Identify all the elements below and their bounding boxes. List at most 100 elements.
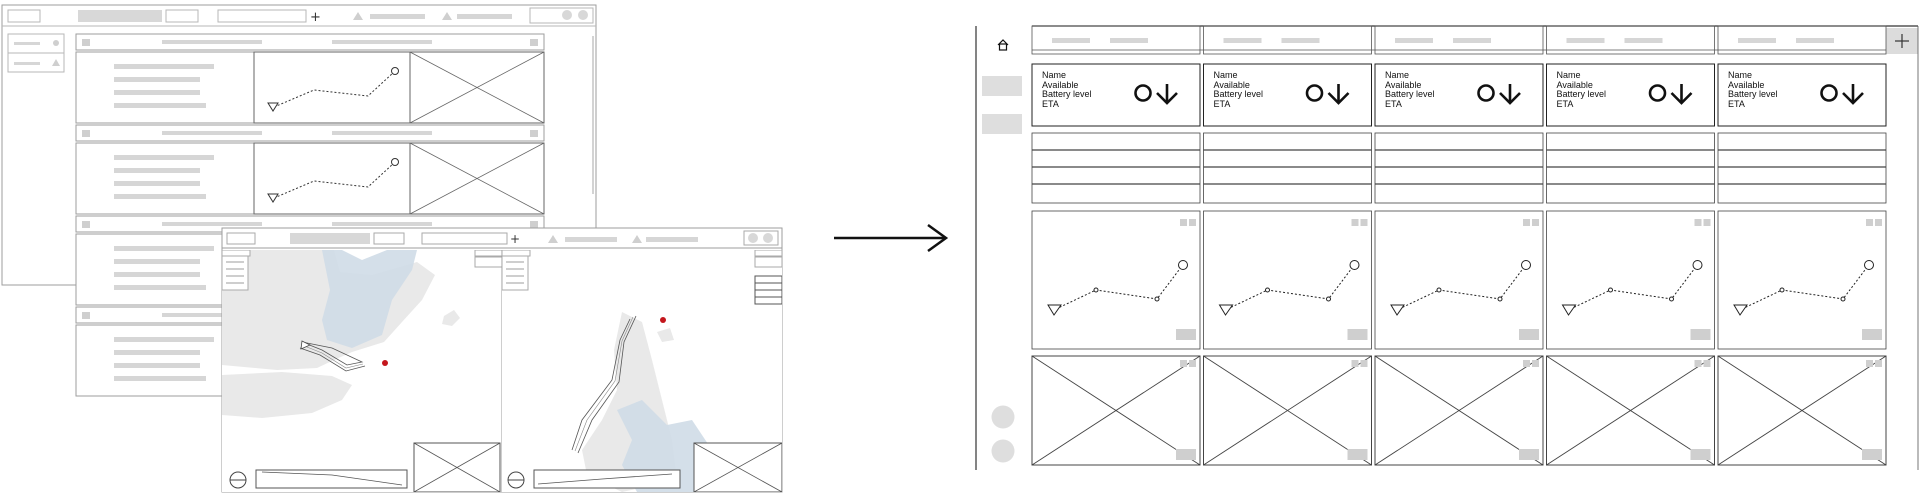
arrow-down-icon	[1499, 84, 1521, 105]
sidebar-button[interactable]	[982, 114, 1022, 134]
triangle-icon	[632, 235, 642, 243]
info-card	[1374, 63, 1544, 127]
route-panel	[1546, 210, 1715, 350]
info-card-line: Battery level	[1385, 89, 1435, 99]
arrow-down-icon	[1327, 84, 1350, 105]
arrow-right-icon	[834, 223, 949, 253]
info-card-line: Name	[1385, 70, 1410, 80]
info-card-line: Name	[1556, 70, 1581, 80]
toolbar-label	[457, 14, 512, 19]
info-card-line: ETA	[1042, 98, 1059, 109]
info-card-line: Battery level	[1728, 89, 1778, 99]
toolbar-tab	[78, 10, 162, 22]
map-panel-2	[502, 250, 782, 492]
triangle-icon	[442, 12, 452, 20]
column-tab	[1546, 25, 1715, 55]
circle-icon	[1134, 84, 1152, 102]
waypoint	[1497, 296, 1503, 302]
column-tab	[1203, 25, 1372, 55]
waypoint-icon	[267, 193, 279, 203]
window-controls	[529, 7, 594, 24]
row-body	[75, 51, 545, 124]
drone-columns	[1031, 25, 1919, 470]
info-card-line: ETA	[1213, 98, 1231, 109]
waypoint	[1093, 287, 1099, 293]
data-table	[1031, 132, 1201, 204]
start-icon	[1047, 304, 1062, 316]
info-card-line: ETA	[1728, 98, 1745, 109]
info-card	[1031, 63, 1201, 127]
sidebar-button[interactable]	[982, 76, 1022, 96]
search-field	[217, 9, 307, 23]
plus-icon: +	[310, 10, 321, 25]
list-row	[75, 124, 545, 215]
waypoint	[1154, 296, 1160, 302]
waypoint-icon	[391, 67, 399, 75]
waypoint-icon	[267, 102, 279, 112]
map-waypoint-icon	[300, 340, 311, 350]
start-icon	[1390, 304, 1405, 316]
drone-column	[1031, 25, 1201, 466]
info-card-line: Battery level	[1213, 89, 1264, 99]
info-card-line: Available	[1213, 79, 1250, 90]
circle-icon	[1820, 84, 1838, 102]
info-card-line: Name	[1042, 70, 1067, 80]
info-card-line: ETA	[1556, 98, 1574, 109]
new-ui	[975, 25, 1919, 470]
row-header	[75, 124, 545, 142]
data-table	[1203, 132, 1372, 204]
info-card-line: Name	[1728, 70, 1753, 80]
waypoint	[1326, 296, 1331, 302]
arrow-down-icon	[1842, 84, 1864, 105]
waypoint	[1608, 287, 1613, 293]
info-card-line: Battery level	[1556, 89, 1607, 99]
triangle-icon	[353, 12, 363, 20]
circle-icon	[1648, 84, 1667, 102]
home-icon	[997, 39, 1009, 51]
triangle-icon	[548, 235, 558, 243]
toolbar-field	[7, 9, 41, 23]
waypoint	[1779, 287, 1785, 293]
list-row	[75, 33, 545, 124]
map-panel-1	[222, 250, 502, 492]
route-panel	[1203, 210, 1372, 350]
end-icon	[1864, 260, 1874, 270]
window-control-dot	[562, 10, 572, 20]
old-ui-composite: + +	[1, 4, 783, 493]
start-icon	[1218, 304, 1234, 316]
map-marker	[382, 360, 388, 366]
row-body	[75, 142, 545, 215]
data-table	[1374, 132, 1544, 204]
drone-column	[1546, 25, 1715, 466]
waypoint-icon	[391, 158, 399, 166]
waypoint	[1669, 296, 1674, 302]
info-card-line: Available	[1042, 79, 1079, 90]
info-card	[1546, 63, 1715, 127]
column-tab	[1374, 25, 1544, 55]
sidebar-round-button[interactable]	[991, 439, 1015, 463]
sidebar-round-button[interactable]	[991, 405, 1015, 429]
arrow-down-icon	[1670, 84, 1693, 105]
plus-icon: +	[510, 232, 520, 246]
route-panel	[1717, 210, 1887, 350]
info-card	[1203, 63, 1372, 127]
drone-column	[1203, 25, 1372, 466]
waypoint	[1840, 296, 1846, 302]
circle-icon	[1477, 84, 1495, 102]
column-tab	[1717, 25, 1887, 55]
info-card-line: ETA	[1385, 98, 1402, 109]
window-control-dot	[578, 10, 588, 20]
info-card-line: Available	[1385, 79, 1422, 90]
arrow-down-icon	[1156, 84, 1178, 105]
start-icon	[1733, 304, 1748, 316]
end-icon	[1349, 260, 1360, 270]
row-header	[75, 33, 545, 51]
end-icon	[1178, 260, 1188, 270]
data-table	[1717, 132, 1887, 204]
data-table	[1546, 132, 1715, 204]
